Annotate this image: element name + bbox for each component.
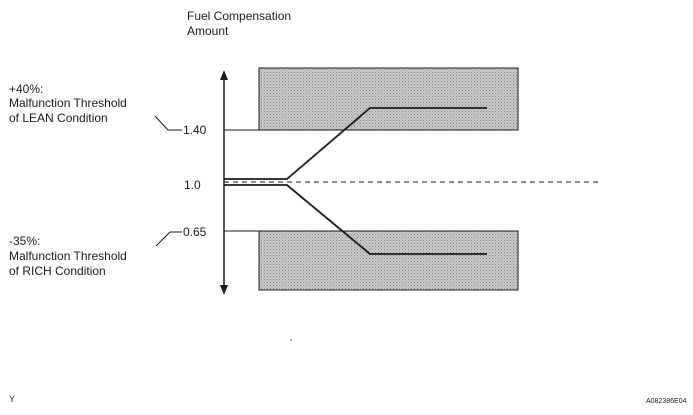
rich-leader-line xyxy=(155,231,182,247)
axis-arrow-up-icon xyxy=(220,70,228,80)
tick-label-upper: 1.40 xyxy=(183,123,207,137)
lean-malfunction-zone xyxy=(258,67,519,131)
figure-id: A082386E04 xyxy=(646,398,687,405)
rich-malfunction-zone xyxy=(258,230,519,291)
rich-trend-line xyxy=(224,184,487,255)
tick-label-lower: 0.65 xyxy=(183,225,207,239)
lean-note-line3: of LEAN Condition xyxy=(9,111,108,125)
rich-note-line3: of RICH Condition xyxy=(9,264,106,278)
lean-note-line2: Malfunction Threshold xyxy=(9,96,127,110)
stray-dot xyxy=(290,339,292,341)
tick-label-center: 1.0 xyxy=(184,178,201,192)
axis-title-line2: Amount xyxy=(187,24,229,38)
lean-leader-line xyxy=(154,115,182,131)
rich-note-line2: Malfunction Threshold xyxy=(9,249,127,263)
axis-arrow-down-icon xyxy=(220,285,228,295)
corner-mark: Y xyxy=(9,394,16,404)
lean-note-percent: +40%: xyxy=(9,82,44,96)
lean-trend-line xyxy=(224,107,487,180)
axis-title-line1: Fuel Compensation xyxy=(187,9,292,23)
rich-note-percent: -35%: xyxy=(9,234,41,248)
